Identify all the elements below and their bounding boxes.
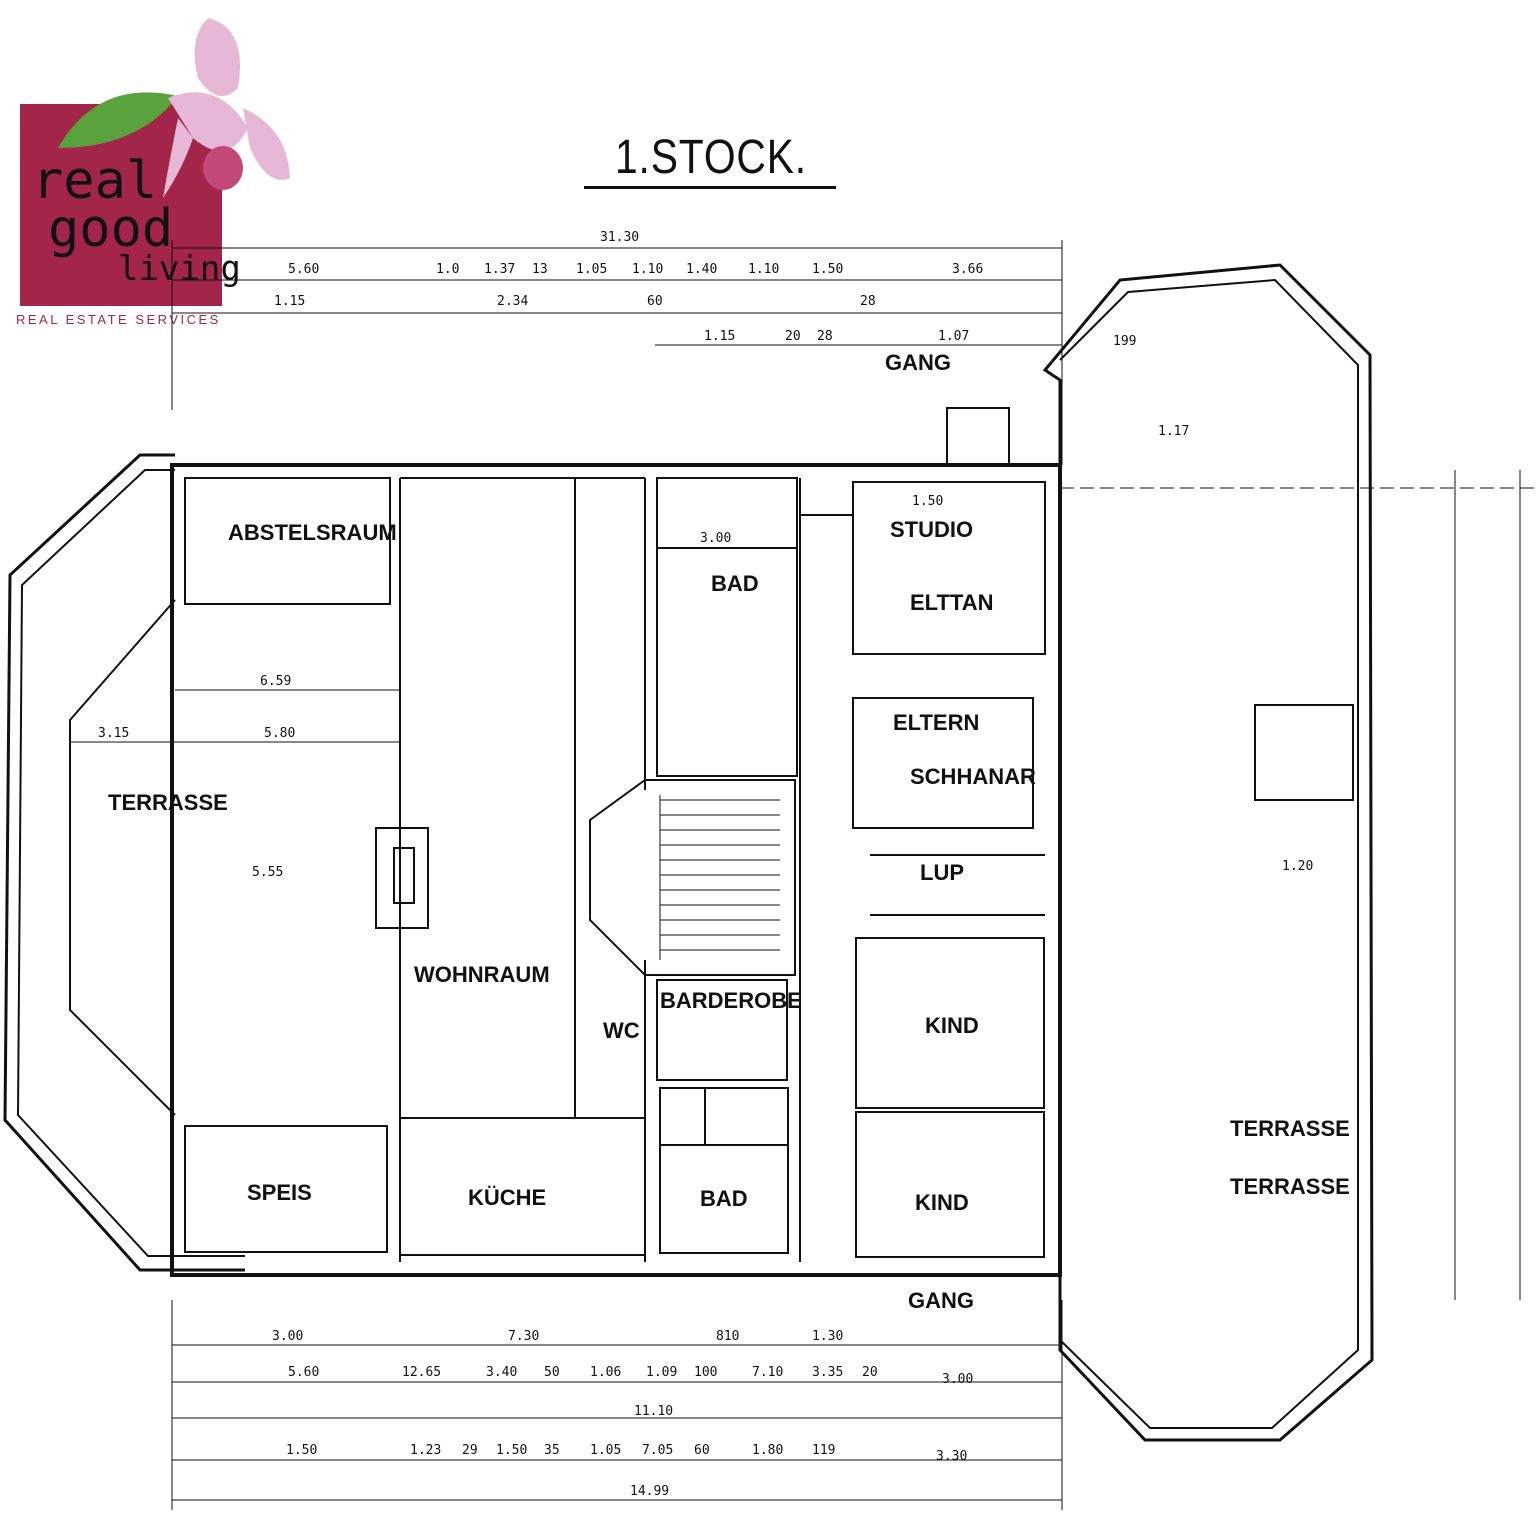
dim-bottom-row2: 3.35 [812, 1365, 843, 1380]
dim-bottom-row2: 12.65 [402, 1365, 441, 1380]
dim-studio-width: 1.50 [912, 494, 943, 509]
logo-word-real: real [32, 151, 157, 211]
dim-left-inner-2a: 3.15 [98, 726, 129, 741]
dim-top-row1: 1.10 [748, 262, 779, 277]
room-label-gang-bottom: GANG [908, 1288, 974, 1313]
dim-top-row1: 3.66 [952, 262, 983, 277]
room-label-bad-bottom: BAD [700, 1186, 748, 1211]
dim-bottom-row2: 100 [694, 1365, 717, 1380]
dim-bottom-row3: 3.30 [936, 1449, 967, 1464]
dim-bad-width: 3.00 [700, 531, 731, 546]
company-logo: real good living [18, 18, 298, 338]
room-label-speis: SPEIS [247, 1180, 312, 1205]
room-label-lup: LUP [920, 860, 964, 885]
dim-bottom-row2: 20 [862, 1365, 878, 1380]
dim-bottom-row1: 3.00 [272, 1329, 303, 1344]
dim-bottom-row3: 35 [544, 1443, 560, 1458]
room-label-wc: WC [603, 1018, 640, 1043]
orchid-flower-icon: real good living [20, 18, 290, 306]
room-label-barderobe: BARDEROBE [660, 988, 802, 1013]
dim-top-row1: 1.40 [686, 262, 717, 277]
level-right-top: 1.17 [1158, 424, 1189, 439]
level-left: 5.55 [252, 865, 283, 880]
dim-bottom-total-2: 14.99 [630, 1484, 669, 1499]
dim-top-row1: 1.0 [436, 262, 459, 277]
dim-left-inner-1: 6.59 [260, 674, 291, 689]
dim-top-row1: 5.60 [288, 262, 319, 277]
room-label-eltern-2: ELTERN [893, 710, 979, 735]
room-label-terrasse-right-1: TERRASSE [1230, 1116, 1350, 1141]
dim-top-row2: 2.34 [497, 294, 528, 309]
dim-left-inner-2b: 5.80 [264, 726, 295, 741]
room-label-terrasse-left: TERRASSE [108, 790, 228, 815]
room-label-schlafen: SCHHANAR [910, 764, 1036, 789]
dim-bottom-row1: 1.30 [812, 1329, 843, 1344]
dim-bottom-row1: 810 [716, 1329, 739, 1344]
dim-bottom-row2: 50 [544, 1365, 560, 1380]
dim-bottom-row3: 1.50 [496, 1443, 527, 1458]
dim-bottom-row3: 1.80 [752, 1443, 783, 1458]
room-label-kueche: KÜCHE [468, 1185, 546, 1210]
dim-top-row1: 1.37 [484, 262, 515, 277]
room-label-studio: STUDIO [890, 517, 973, 542]
dim-bottom-total-1: 11.10 [634, 1404, 673, 1419]
room-label-eltern-1: ELTTAN [910, 590, 994, 615]
dim-bottom-row3: 7.05 [642, 1443, 673, 1458]
dim-bottom-row3: 60 [694, 1443, 710, 1458]
dim-bottom-row3: 1.50 [286, 1443, 317, 1458]
page-title: 1.STOCK. [615, 131, 807, 184]
dim-top-row2: 28 [860, 294, 876, 309]
dim-bottom-row2: 5.60 [288, 1365, 319, 1380]
dim-top-row1: 1.50 [812, 262, 843, 277]
title-underline [584, 186, 836, 189]
dim-bottom-row3: 1.05 [590, 1443, 621, 1458]
dim-top-row2: 60 [647, 294, 663, 309]
logo-word-living: living [118, 249, 241, 289]
room-label-bad-top: BAD [711, 571, 759, 596]
dim-bottom-row3: 29 [462, 1443, 478, 1458]
dim-top-row1: 1.10 [632, 262, 663, 277]
dim-right-199: 199 [1113, 334, 1136, 349]
dim-bottom-row2: 1.09 [646, 1365, 677, 1380]
logo-subline: REAL ESTATE SERVICES [16, 312, 221, 327]
dim-top-row3: 1.07 [938, 329, 969, 344]
room-label-abstellraum: ABSTELSRAUM [228, 520, 397, 545]
room-label-kind-bottom: KIND [915, 1190, 969, 1215]
dim-top-total: 31.30 [600, 230, 639, 245]
dim-top-row3: 28 [817, 329, 833, 344]
dim-bottom-row3: 119 [812, 1443, 835, 1458]
dim-bottom-row2: 1.06 [590, 1365, 621, 1380]
dim-bottom-row2: 3.00 [942, 1372, 973, 1387]
dim-top-row2: 1.15 [274, 294, 305, 309]
dim-top-row3: 20 [785, 329, 801, 344]
dim-bottom-row2: 3.40 [486, 1365, 517, 1380]
dim-top-row1: 13 [532, 262, 548, 277]
dim-bottom-row2: 7.10 [752, 1365, 783, 1380]
dim-top-row1: 1.05 [576, 262, 607, 277]
room-label-gang-top: GANG [885, 350, 951, 375]
logo-word-good: good [48, 199, 173, 259]
dim-bottom-row3: 1.23 [410, 1443, 441, 1458]
level-right-2: 1.20 [1282, 859, 1313, 874]
room-label-terrasse-right-2: TERRASSE [1230, 1174, 1350, 1199]
dim-top-row3: 1.15 [704, 329, 735, 344]
room-label-wohnraum: WOHNRAUM [414, 962, 550, 987]
dim-bottom-row1: 7.30 [508, 1329, 539, 1344]
room-label-kind-top: KIND [925, 1013, 979, 1038]
